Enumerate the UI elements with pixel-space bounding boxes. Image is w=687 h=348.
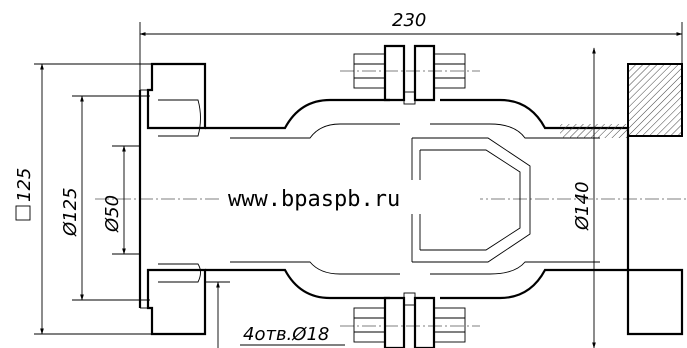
bolt-circle-label: Ø125 (60, 187, 81, 237)
outer-diameter-label: Ø140 (572, 181, 593, 231)
dimension-bore: Ø50 (102, 145, 140, 255)
bore-label: Ø50 (102, 195, 123, 233)
holes-label: 4отв.Ø18 (243, 324, 329, 345)
watermark-text: www.bpaspb.ru (228, 187, 400, 212)
square-label: 125 (14, 168, 35, 202)
bottom-bolt (340, 307, 480, 343)
dimension-square: 125 (14, 63, 152, 335)
overall-length-label: 230 (392, 10, 426, 31)
left-flange (138, 62, 207, 336)
dimension-outer-diameter: Ø140 (572, 47, 596, 348)
housing-body (205, 98, 628, 300)
top-bolt (340, 53, 480, 89)
dimension-bolt-circle: Ø125 (60, 95, 150, 301)
dimension-overall-length: 230 (139, 10, 683, 90)
dimension-holes: 4отв.Ø18 (205, 281, 345, 348)
watermark-background (222, 180, 480, 214)
right-flange (560, 63, 684, 336)
